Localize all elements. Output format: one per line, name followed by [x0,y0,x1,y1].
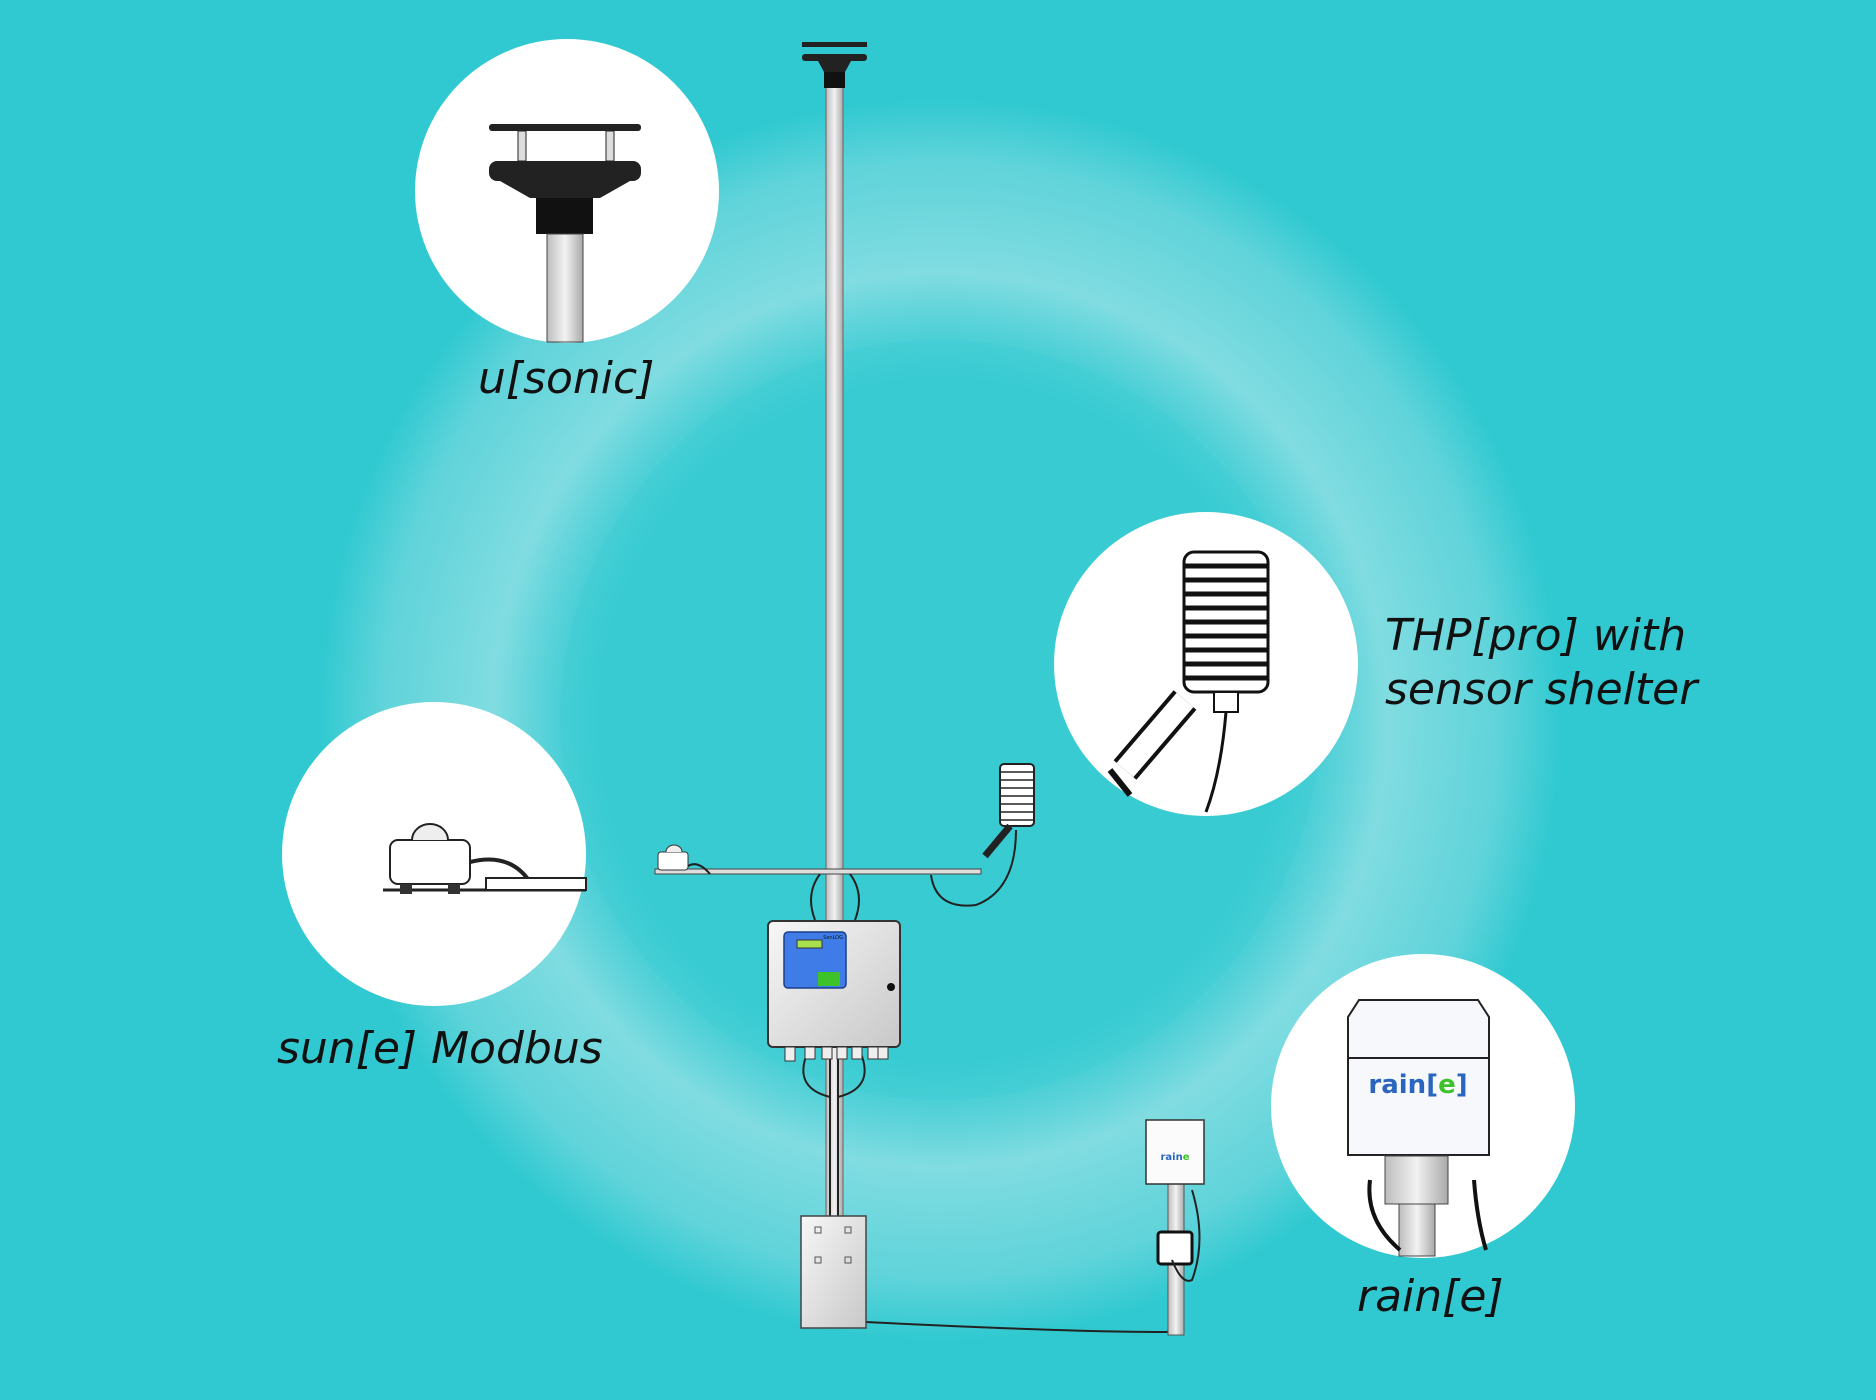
background-ring [320,100,1560,1340]
raine-sensor-small: raine [1145,1119,1205,1336]
sune-label: sun[e] Modbus [277,1023,603,1074]
usonic-callout [415,39,719,343]
svg-text:raine: raine [1160,1152,1189,1163]
sune-callout [282,702,587,1006]
raine-callout: rain[e] [1271,954,1575,1258]
raine-label: rain[e] [1357,1271,1504,1322]
thp-sensor-small [930,763,1035,907]
data-logger-box: SenLOG [767,920,901,1062]
junction-box [800,1215,867,1329]
usonic-sensor-small [802,42,867,88]
thp-label-line1: THP[pro] with [1385,610,1687,661]
thp-callout [1054,512,1358,816]
thp-label-line2: sensor shelter [1385,664,1698,715]
logger-logo-text: SenLOG [823,935,843,941]
raine-device-logo: rain[e] [1368,1070,1467,1100]
usonic-label: u[sonic] [478,353,655,404]
sune-sensor-small [657,844,711,875]
weather-mast: SenLOG raine [654,42,1205,1336]
